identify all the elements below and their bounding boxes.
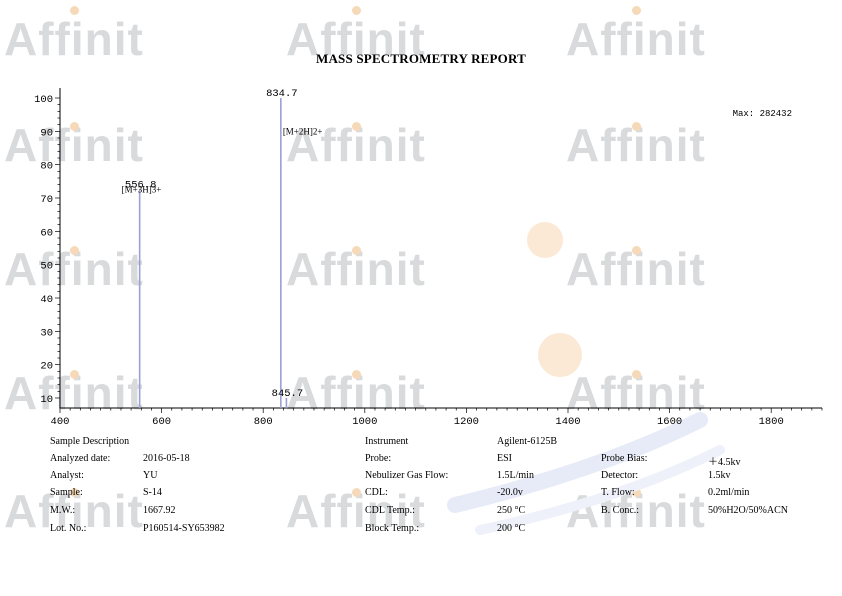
x-tick-label: 1400 <box>555 416 580 428</box>
info-right-label-3: B. Conc.: <box>601 505 640 516</box>
y-tick-label: 10 <box>40 394 53 406</box>
info-left-value-2: S-14 <box>143 487 162 498</box>
info-right-value-1: 1.5kv <box>708 470 731 481</box>
x-tick-label: 1200 <box>454 416 479 428</box>
report-title: MASS SPECTROMETRY REPORT <box>316 51 526 66</box>
peak-label: 556.8 <box>125 180 157 192</box>
info-left-value-1: YU <box>143 470 158 481</box>
x-tick-label: 600 <box>152 416 171 428</box>
info-mid-value-0: ESI <box>497 453 512 464</box>
x-tick-label: 1600 <box>657 416 682 428</box>
max-intensity-label: Max: 282432 <box>733 109 792 119</box>
y-tick-label: 60 <box>40 227 53 239</box>
info-mid-value-2: -20.0v <box>497 487 523 498</box>
peak-annotation: [M+2H]2+ <box>283 126 323 136</box>
y-tick-label: 90 <box>40 127 53 139</box>
mass-spectrum-chart: 400 600 800 1000 1200 1400 1600 1800 10 20 30 40 50 6… <box>34 88 823 428</box>
info-mid-label-4: Block Temp.: <box>365 523 420 534</box>
info-left-label-4: Lot. No.: <box>50 523 87 534</box>
y-tick-label: 20 <box>40 361 53 373</box>
info-mid-label-0: Probe: <box>365 453 392 464</box>
x-tick-label: 1000 <box>352 416 377 428</box>
sample-description-heading: Sample Description <box>50 436 130 447</box>
y-tick-label: 70 <box>40 194 53 206</box>
info-mid-value-3: 250 °C <box>497 505 526 516</box>
info-left-value-3: 1667.92 <box>143 505 176 516</box>
y-tick-label: 100 <box>34 94 53 106</box>
info-left-label-2: Sample: <box>50 487 83 498</box>
info-left-label-0: Analyzed date: <box>50 453 111 464</box>
y-tick-label: 40 <box>40 294 53 306</box>
info-right-value-3: 50%H2O/50%ACN <box>708 505 788 516</box>
info-left-label-1: Analyst: <box>50 470 84 481</box>
watermark-dot <box>352 488 361 497</box>
peak-label: 845.7 <box>272 388 304 400</box>
info-mid-label-3: CDL Temp.: <box>365 505 415 516</box>
info-left-label-3: M.W.: <box>50 505 76 516</box>
x-tick-label: 800 <box>254 416 273 428</box>
info-mid-label-2: CDL: <box>365 487 388 498</box>
peak-label: 834.7 <box>266 88 298 100</box>
info-right-value-0: ＋4.5kv <box>708 457 741 468</box>
y-tick-label: 50 <box>40 261 53 273</box>
info-mid-value-1: 1.5L/min <box>497 470 534 481</box>
y-tick-label: 30 <box>40 327 53 339</box>
info-mid-label-1: Nebulizer Gas Flow: <box>365 470 449 481</box>
x-tick-label: 400 <box>51 416 70 428</box>
info-left-value-0: 2016-05-18 <box>143 453 190 464</box>
info-right-label-1: Detector: <box>601 470 639 481</box>
y-tick-label: 80 <box>40 161 53 173</box>
info-mid-value-4: 200 °C <box>497 523 526 534</box>
info-right-label-0: Probe Bias: <box>601 453 648 464</box>
peak-annotation: [M+3H]3+ <box>122 185 162 195</box>
info-right-value-2: 0.2ml/min <box>708 487 750 498</box>
instrument-model: Agilent-6125B <box>497 436 557 447</box>
info-right-label-2: T. Flow: <box>601 487 635 498</box>
x-tick-label: 1800 <box>759 416 784 428</box>
info-left-value-4: P160514-SY653982 <box>143 523 225 534</box>
instrument-heading: Instrument <box>365 436 409 447</box>
